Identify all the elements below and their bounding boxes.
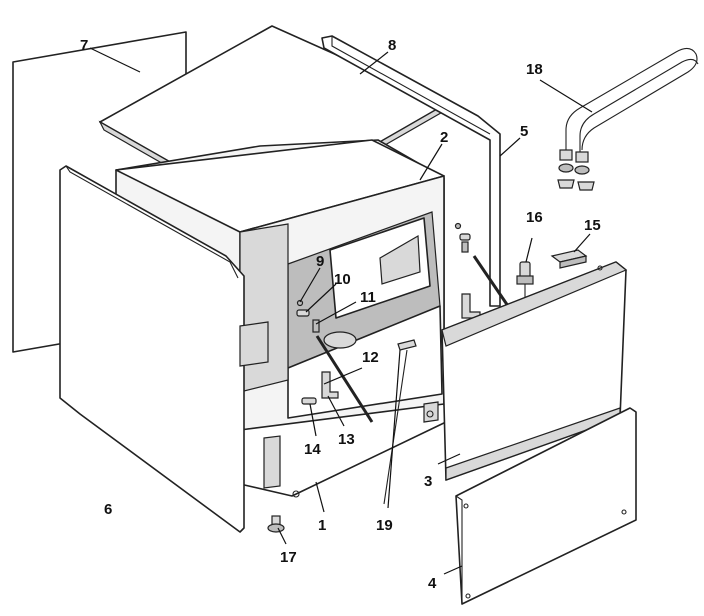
part-4-lower-panel	[455, 407, 637, 605]
callout-2: 2	[440, 129, 448, 146]
callout-7: 7	[80, 37, 88, 54]
part-14-bolt	[301, 397, 317, 405]
callout-16: 16	[526, 209, 543, 226]
callout-9: 9	[316, 253, 324, 270]
part-2-main-body	[115, 139, 445, 431]
part-9-pin	[296, 299, 304, 307]
part-3-door-panel	[441, 261, 628, 481]
callout-4: 4	[428, 575, 437, 592]
part-13-l-bracket	[321, 371, 339, 399]
callout-14: 14	[304, 441, 321, 458]
part-5-side-panel	[321, 35, 501, 307]
part-19-fitting	[383, 339, 417, 505]
callout-8: 8	[388, 37, 396, 54]
callout-13: 13	[338, 431, 355, 448]
callout-17: 17	[280, 549, 297, 566]
part-18-heating-element	[557, 47, 699, 191]
callout-5: 5	[520, 123, 528, 140]
callout-1: 1	[318, 517, 326, 534]
part-6-side-panel	[59, 165, 269, 533]
callout-18: 18	[526, 61, 543, 78]
part-17-adjustable-foot	[267, 515, 285, 533]
callout-19: 19	[376, 517, 393, 534]
part-11-clip	[312, 319, 320, 333]
side-hardware	[454, 222, 510, 319]
callout-11: 11	[360, 289, 376, 306]
part-12-hinge-rod	[315, 335, 374, 423]
leader-lines	[89, 47, 593, 575]
callout-6: 6	[104, 501, 112, 518]
part-15-block	[550, 249, 588, 269]
callout-10: 10	[334, 271, 351, 288]
callout-12: 12	[362, 349, 379, 366]
part-16-sensor	[516, 261, 534, 298]
callout-3: 3	[424, 473, 432, 490]
callout-15: 15	[584, 217, 601, 234]
